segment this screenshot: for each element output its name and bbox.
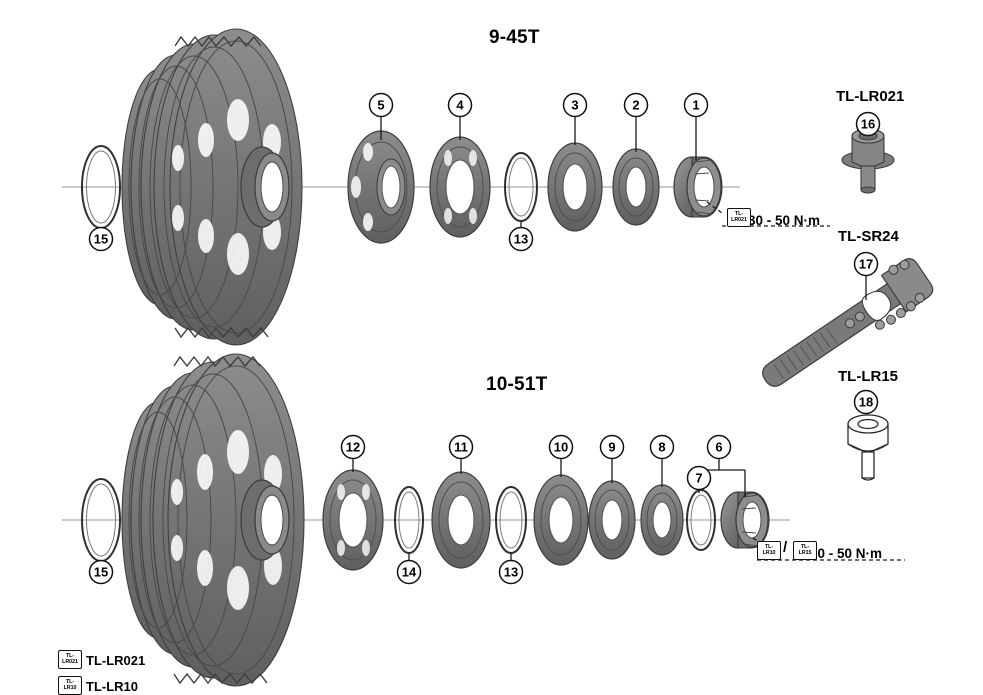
torque-tool-line2: LR10 <box>762 549 776 556</box>
svg-text:4: 4 <box>456 98 464 113</box>
part-sprocket-11 <box>431 471 491 569</box>
callout-cassette-10-51-9: 9 <box>599 434 625 460</box>
torque-tool-line1: TL- <box>800 544 810 551</box>
torque-tool-box-TL-LR15: TL- LR15 <box>793 541 817 560</box>
callout-cassette-9-45-3: 3 <box>562 92 588 118</box>
svg-text:2: 2 <box>632 98 639 113</box>
callout-cassette-10-51-14: 14 <box>396 559 422 585</box>
callout-cassette-10-51-6: 6 <box>706 434 732 460</box>
part-sprocket-2 <box>612 148 660 226</box>
torque-tool-separator: / <box>783 539 788 556</box>
part-sprocket-4 <box>429 136 491 238</box>
svg-text:7: 7 <box>695 471 702 486</box>
tool-TL-LR15-graphic <box>847 414 889 481</box>
torque-tool-line2: LR021 <box>731 216 747 223</box>
callout-cassette-9-45-4: 4 <box>447 92 473 118</box>
legend-tool-box-TL-LR021: TL- LR021 <box>58 650 82 669</box>
callout-cassette-9-45-5: 5 <box>368 92 394 118</box>
part-sprocket-3 <box>547 142 603 232</box>
callout-cassette-9-45-15: 15 <box>88 226 114 252</box>
section-9-45T-parts <box>81 28 723 346</box>
callout-cassette-10-51-10: 10 <box>548 434 574 460</box>
callout-cassette-9-45-2: 2 <box>623 92 649 118</box>
svg-text:12: 12 <box>346 440 360 455</box>
part-sprocket-9 <box>588 480 636 560</box>
svg-text:13: 13 <box>514 232 528 247</box>
teeth-rim <box>174 35 269 339</box>
callout-cassette-10-51-8: 8 <box>649 434 675 460</box>
part-lockring-1 <box>673 156 723 218</box>
callout-tool-TL-SR24: 17 <box>853 251 879 277</box>
svg-text:17: 17 <box>859 257 873 272</box>
torque-tool-line1: TL- <box>734 211 744 218</box>
torque-spec-10-51T: 30 - 50 N·m <box>810 546 883 561</box>
part-cassette-cluster-9-45T <box>121 28 303 346</box>
svg-text:3: 3 <box>571 98 578 113</box>
callout-cassette-10-51-11: 11 <box>448 434 474 460</box>
leader-lines <box>100 117 905 564</box>
legend-tool-line2: LR021 <box>62 658 78 665</box>
callout-cassette-10-51-7: 7 <box>686 465 712 491</box>
svg-text:8: 8 <box>658 440 665 455</box>
part-lockring-6 <box>720 491 770 549</box>
callout-cassette-10-51-13: 13 <box>498 559 524 585</box>
svg-text:16: 16 <box>861 117 875 132</box>
svg-text:9: 9 <box>608 440 615 455</box>
legend-tool-line1: TL- <box>65 679 75 686</box>
tool-label-TL-SR24: TL-SR24 <box>838 228 899 245</box>
section-title-9-45T: 9-45T <box>489 27 540 48</box>
callout-cassette-10-51-12: 12 <box>340 434 366 460</box>
callout-cassette-9-45-1: 1 <box>683 92 709 118</box>
torque-tool-box-TL-LR10: TL- LR10 <box>757 541 781 560</box>
callout-cassette-10-51-15: 15 <box>88 559 114 585</box>
svg-text:6: 6 <box>715 440 722 455</box>
part-spacer-13-top <box>504 152 538 222</box>
part-sprocket-5 <box>347 130 415 244</box>
svg-text:11: 11 <box>454 440 468 455</box>
svg-text:15: 15 <box>94 565 108 580</box>
tool-label-TL-LR021: TL-LR021 <box>836 88 905 105</box>
callout-tool-TL-LR15: 18 <box>853 389 879 415</box>
svg-text:10: 10 <box>554 440 568 455</box>
tool-TL-SR24-graphic <box>762 258 934 387</box>
callout-cassette-9-45-13: 13 <box>508 226 534 252</box>
svg-text:13: 13 <box>504 565 518 580</box>
svg-text:5: 5 <box>377 98 384 113</box>
torque-tool-line2: LR15 <box>798 549 812 556</box>
callout-tool-TL-LR021: 16 <box>855 111 881 137</box>
part-sprocket-12 <box>322 469 384 571</box>
legend-label-TL-LR021: TL-LR021 <box>86 653 146 668</box>
section-10-51T-parts <box>81 353 770 687</box>
torque-tool-line1: TL- <box>764 544 774 551</box>
legend-tool-line1: TL- <box>65 653 75 660</box>
svg-text:14: 14 <box>402 565 417 580</box>
tool-TL-LR021-graphic <box>841 128 895 194</box>
svg-text:18: 18 <box>859 395 873 410</box>
svg-text:15: 15 <box>94 232 108 247</box>
part-cassette-cluster-10-51T <box>121 353 305 687</box>
section-title-10-51T: 10-51T <box>486 374 548 395</box>
tool-label-TL-LR15: TL-LR15 <box>838 368 898 385</box>
torque-spec-9-45T: 30 - 50 N·m <box>748 213 821 228</box>
torque-tool-box-TL-LR021: TL- LR021 <box>727 208 751 227</box>
svg-text:1: 1 <box>692 98 699 113</box>
